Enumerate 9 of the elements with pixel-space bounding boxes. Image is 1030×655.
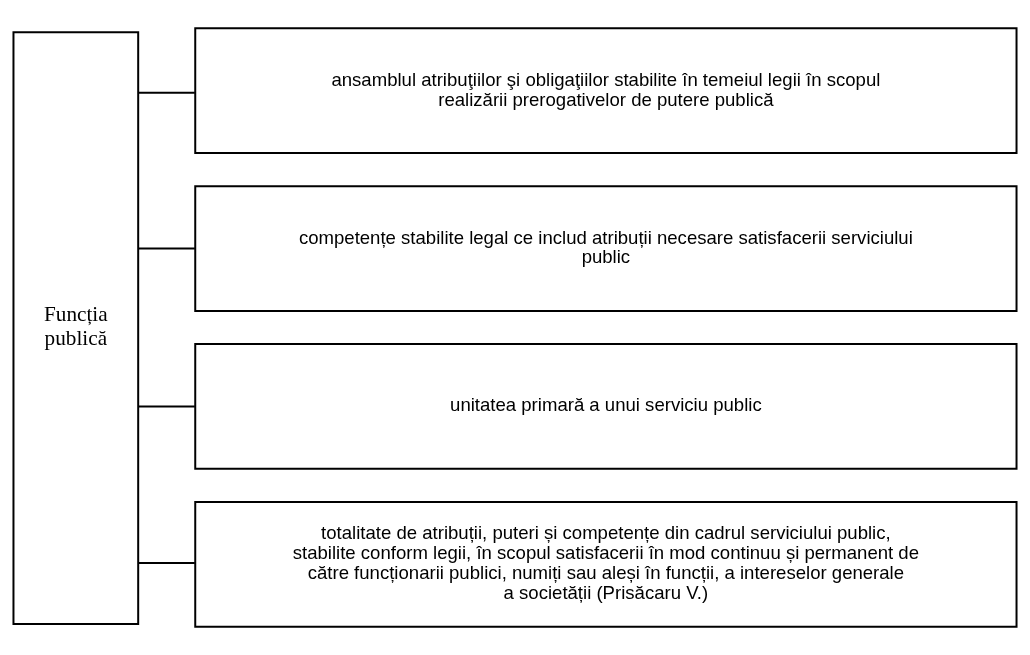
connector — [137, 562, 196, 564]
node-box: Funcția publică — [12, 31, 140, 626]
connector — [137, 247, 196, 250]
node-box: unitatea primară a unui serviciu public — [194, 343, 1018, 470]
node-box: ansamblul atribuţiilor şi obligaţiilor stabilite în temeiul legii în scopul realizării prerogativelor de putere publică — [194, 27, 1018, 155]
connector — [137, 91, 196, 94]
connector — [137, 405, 196, 408]
node-box: totalitate de atribuții, puteri și competențe din cadrul serviciului public, stabilite conform legii, în scopul satisfacerii în mod continuu și permanent de către funcționarii publici, numiți sau aleși în funcții, a intereselor generale a societății (Prisăcaru V.) — [194, 500, 1018, 628]
node-box: competențe stabilite legal ce includ atribuții necesare satisfacerii serviciului public — [194, 185, 1018, 312]
